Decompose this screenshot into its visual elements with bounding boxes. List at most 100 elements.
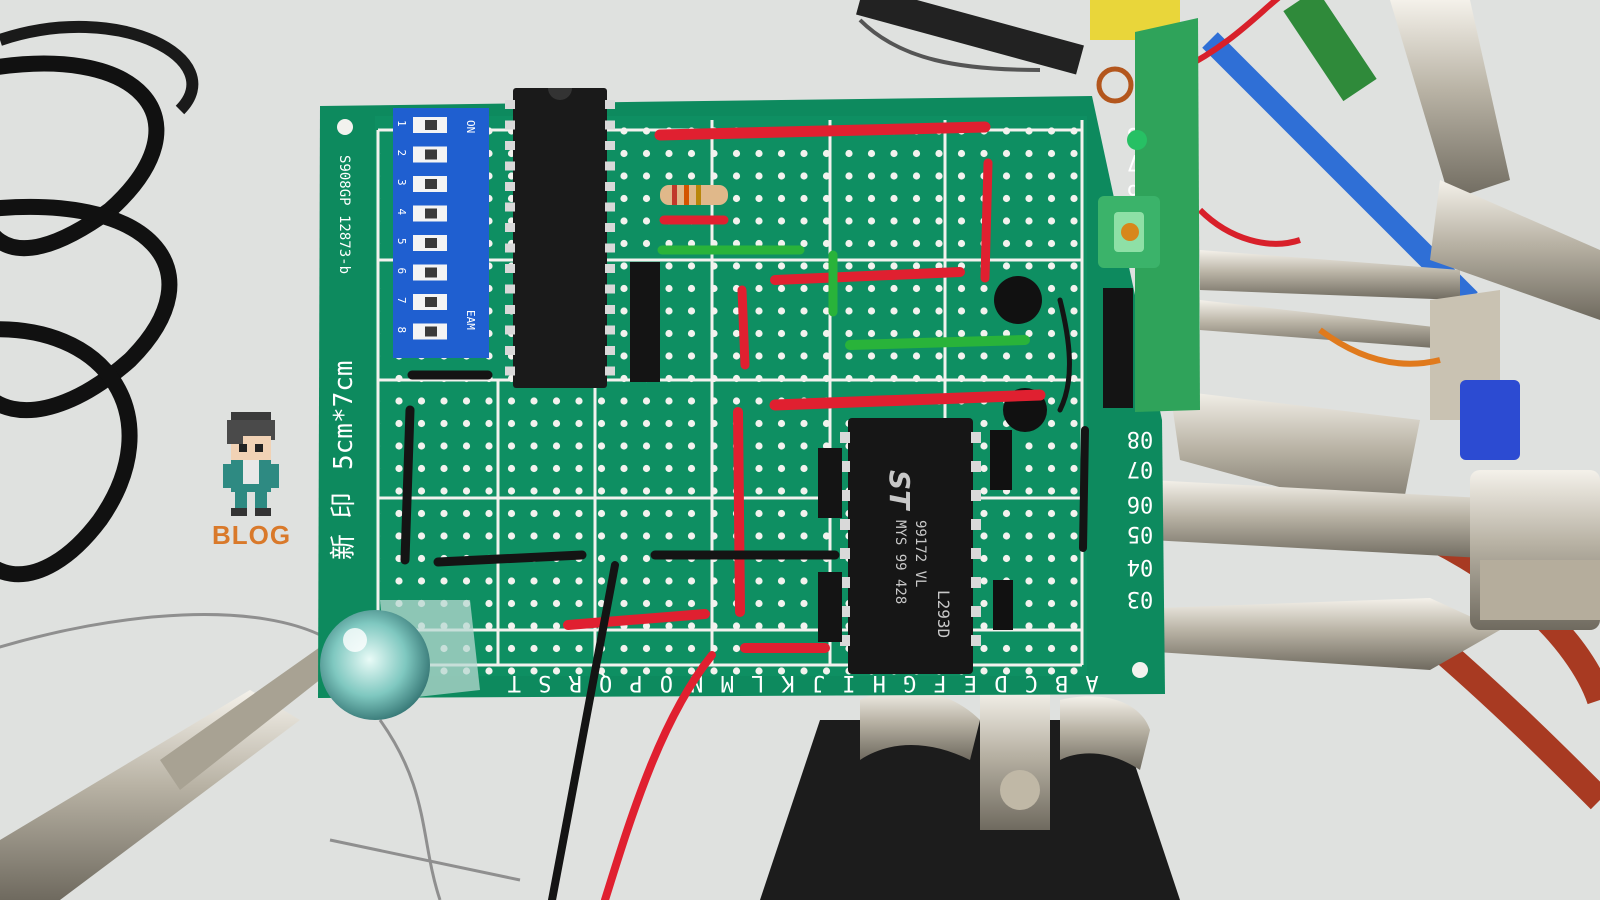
- chip-pin: [505, 182, 515, 191]
- chip-pin: [505, 346, 515, 355]
- background-tools: [856, 0, 1600, 810]
- chip-pin: [505, 161, 515, 171]
- column-number: 06: [1127, 491, 1154, 516]
- row-letter: J: [812, 670, 825, 695]
- chip-pin: [605, 305, 615, 314]
- chip-pin: [840, 519, 850, 530]
- row-letter: P: [629, 670, 642, 695]
- row-letter: T: [508, 670, 521, 695]
- row-letter: F: [933, 670, 946, 695]
- chip-pin: [505, 325, 515, 335]
- chip-line-2: 99172 VL: [912, 520, 928, 587]
- column-number: 03: [1127, 586, 1154, 611]
- chip-pin: [840, 606, 850, 617]
- chip-pin: [605, 120, 615, 130]
- board-code: S908GP: [336, 155, 352, 206]
- row-letter: O: [660, 670, 673, 695]
- chip-pin: [971, 577, 981, 588]
- row-letter: B: [1055, 670, 1068, 695]
- rf-module: [1096, 18, 1200, 412]
- row-letter: H: [873, 670, 886, 695]
- background-cables: [0, 20, 521, 900]
- chip-pin: [605, 141, 615, 150]
- chip-pin: [971, 548, 981, 559]
- chip-pin: [505, 243, 515, 253]
- chip-logo: ST: [883, 470, 916, 511]
- chip-line-3: MYS 99 428: [892, 520, 908, 604]
- row-letter: K: [781, 670, 795, 695]
- dip-position-number: 8: [395, 327, 408, 334]
- dip-position-number: 5: [395, 238, 408, 245]
- components: [660, 185, 1047, 630]
- board-size-label: 5cm*7cm: [329, 360, 359, 470]
- chip-pin: [605, 284, 615, 294]
- jumper-wires: [400, 121, 1089, 900]
- motor-driver-chip: ST L293D 99172 VL MYS 99 428: [840, 418, 981, 674]
- chip-pin: [840, 490, 850, 501]
- dip-switch-slider: [425, 238, 437, 248]
- pixel-character-icon: [223, 412, 279, 516]
- chip-pin: [971, 432, 981, 443]
- dip-position-number: 3: [395, 179, 408, 186]
- row-letter: I: [842, 670, 855, 695]
- chip-pin: [605, 100, 615, 109]
- board-part-number: 12873-b: [336, 215, 352, 274]
- chip-pin: [505, 202, 515, 212]
- dip-switch-slider: [425, 179, 437, 189]
- chip-pin: [971, 461, 981, 472]
- column-number: 05: [1127, 521, 1154, 546]
- chip-pin: [605, 243, 615, 253]
- chip-pin: [605, 346, 615, 355]
- row-letter: E: [964, 670, 977, 695]
- chip-pin: [605, 161, 615, 171]
- dip-position-number: 4: [395, 209, 408, 216]
- chip-pin: [505, 366, 515, 376]
- chip-pin: [505, 141, 515, 150]
- chip-pin: [505, 305, 515, 314]
- chip-pin: [840, 461, 850, 472]
- chip-pin: [505, 264, 515, 273]
- row-letter: R: [568, 670, 582, 695]
- chip-pin: [840, 635, 850, 646]
- row-letter: M: [721, 670, 734, 695]
- dip-switch-slider: [425, 149, 437, 160]
- chip-pin: [505, 100, 515, 109]
- dip-switch: ON EAM 1 2 3 4 5 6 7 8: [393, 108, 489, 358]
- chip-pin: [605, 325, 615, 335]
- chip-pin: [840, 432, 850, 443]
- dip-switch-slider: [425, 297, 437, 307]
- row-letter: L: [751, 670, 764, 695]
- dip-switch-slider: [425, 326, 437, 337]
- chip-pin: [971, 606, 981, 617]
- row-letter: D: [994, 670, 1007, 695]
- board-brand-label: 新 印: [329, 492, 359, 560]
- column-number: 08: [1127, 426, 1154, 451]
- dip-position-number: 7: [395, 297, 408, 304]
- row-letter: S: [538, 670, 551, 695]
- chip-pin: [971, 635, 981, 646]
- dip-on-label: ON: [464, 120, 477, 133]
- dip-position-number: 6: [395, 268, 408, 275]
- dip-position-number: 2: [395, 150, 408, 157]
- chip-pin: [840, 548, 850, 559]
- watermark-label: BLOG: [212, 520, 292, 550]
- dip-position-number: 1: [395, 120, 408, 127]
- chip-pin: [605, 366, 615, 376]
- chip-pin: [505, 223, 515, 232]
- dip-switch-slider: [425, 120, 437, 130]
- row-letter: A: [1085, 670, 1098, 695]
- chip-pin: [605, 223, 615, 232]
- chip-pin: [505, 284, 515, 294]
- dip-switch-slider: [425, 208, 437, 219]
- chip-pin: [840, 577, 850, 588]
- dip-switch-slider: [425, 267, 437, 278]
- row-letter: G: [903, 670, 916, 695]
- dip-brand-label: EAM: [464, 310, 477, 330]
- led: [320, 600, 480, 720]
- row-letter: C: [1025, 670, 1038, 695]
- chip-pin: [971, 490, 981, 501]
- microcontroller-chip: [505, 88, 615, 388]
- chip-pin: [605, 182, 615, 191]
